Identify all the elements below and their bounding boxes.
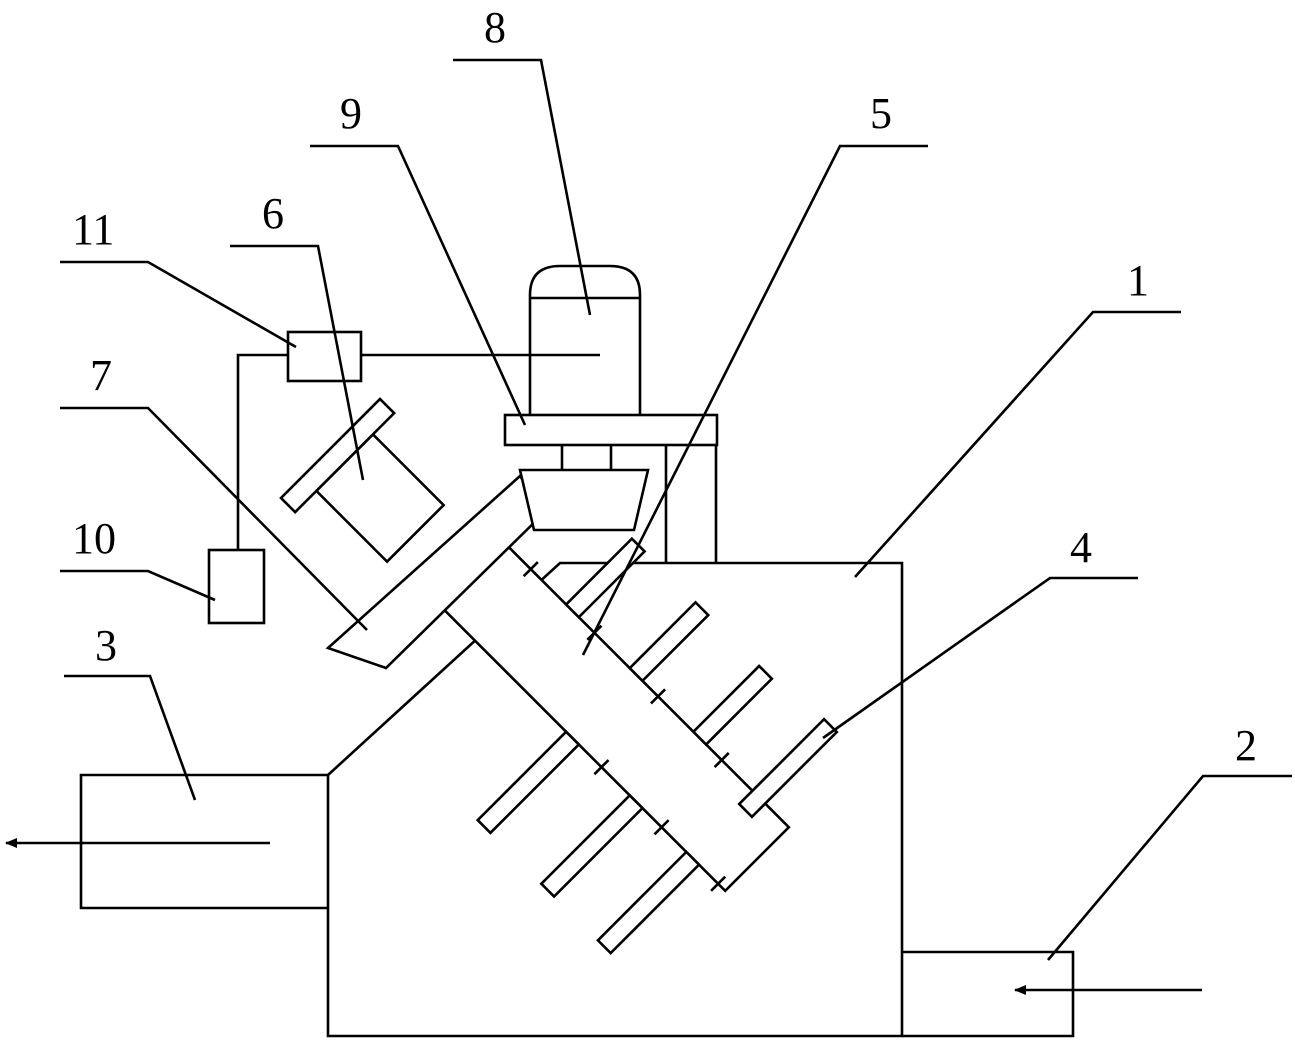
label-5: 5 — [870, 89, 892, 138]
leader-7 — [60, 406, 368, 631]
rotor-assembly — [419, 521, 791, 955]
leader-6 — [230, 244, 365, 481]
label-11: 11 — [72, 205, 114, 254]
label-3: 3 — [95, 621, 117, 670]
cylinder-cap — [279, 397, 396, 514]
paddle — [475, 729, 581, 835]
paddle — [691, 664, 774, 747]
tick — [653, 819, 670, 836]
leader-11 — [60, 260, 297, 349]
label-9: 9 — [340, 89, 362, 138]
leader-10 — [60, 569, 216, 602]
motor — [528, 264, 642, 415]
inlet-pipe — [902, 950, 1075, 1038]
tick — [593, 759, 610, 776]
label-2: 2 — [1235, 721, 1257, 770]
leader-9 — [310, 144, 527, 426]
label-10: 10 — [72, 514, 116, 563]
tick — [650, 688, 667, 705]
mounting-plate — [503, 413, 719, 447]
side-probe — [737, 717, 839, 819]
label-4: 4 — [1070, 523, 1092, 572]
leader-8 — [453, 58, 592, 316]
paddle — [627, 600, 711, 683]
tick — [522, 561, 539, 578]
leader-5 — [581, 144, 928, 656]
label-6: 6 — [262, 189, 284, 238]
outlet-pipe — [79, 773, 328, 910]
paddle — [596, 850, 701, 955]
controller-box — [286, 330, 363, 383]
label-8: 8 — [484, 3, 506, 52]
cylinder-actuator — [279, 397, 446, 564]
label-7: 7 — [90, 351, 112, 400]
power-wire — [236, 353, 288, 550]
tick — [710, 875, 727, 892]
paddle — [539, 793, 645, 899]
power-unit — [207, 548, 266, 625]
paddle — [564, 536, 647, 620]
leader-2 — [1047, 774, 1292, 961]
label-1: 1 — [1127, 256, 1149, 305]
leader-1 — [854, 310, 1181, 578]
leader-4 — [822, 576, 1138, 740]
hopper — [518, 468, 650, 532]
tick — [713, 752, 730, 769]
leader-3 — [64, 674, 197, 801]
